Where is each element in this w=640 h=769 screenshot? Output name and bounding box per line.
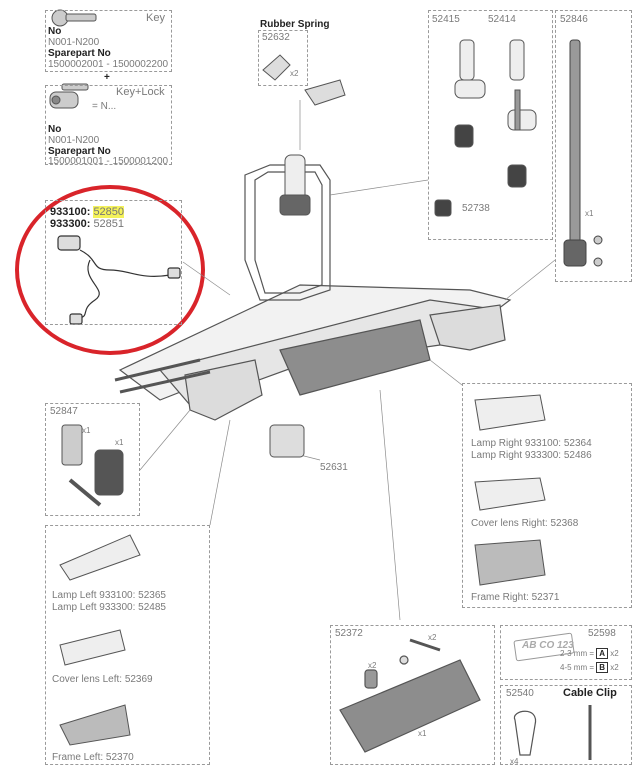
cable-part-2: 52851 [93,218,125,230]
part-52847-qty-b: x1 [115,438,124,447]
clamp-box [428,10,553,240]
plate-qty-c: x1 [418,729,427,738]
cover-lens-right: Cover lens Right: 52368 [471,518,579,529]
part-52631: 52631 [320,462,348,473]
keylock-sparepart-value: 1500001001 - 1500001200 [48,156,169,167]
letter-row-1-text: 2-3 mm = [560,649,595,658]
keylock-box [45,85,172,165]
letter-row-1: 2-3 mm = A x2 [560,648,619,659]
rubber-spring-title: Rubber Spring [260,19,330,30]
cable-line1: 933100: 52850 [50,206,125,218]
cable-box [45,200,182,325]
lamp-right-2: Lamp Right 933300: 52486 [471,450,592,461]
rack-arm [279,154,311,216]
keylock-no-value: N001-N200 [48,135,100,146]
cable-model-1: 933100: [50,206,91,218]
rubber-spring-number: 52632 [262,32,290,43]
part-52631-drawing [269,424,305,458]
key-drawing [51,9,97,27]
rubber-spring-drawing [262,54,346,106]
right-lamps-drawing [474,394,546,586]
cable-clip-qty: x4 [510,757,519,766]
rubber-spring-qty: x2 [290,69,299,78]
rack-body [118,164,512,421]
cable-part-1: 52850 [93,206,125,218]
lamp-right-1: Lamp Right 933100: 52364 [471,438,592,449]
letter-row-2-qty: x2 [610,663,619,672]
leader-lines [139,100,556,621]
rear-bars [114,358,211,394]
cover-lens-left: Cover lens Left: 52369 [52,674,153,685]
plate-box [330,625,495,765]
part-52540: 52540 [506,688,534,699]
keylock-sparepart-label: Sparepart No [48,146,111,157]
key-sparepart-value: 1500002001 - 1500002200 [48,59,169,70]
key-no-value: N001-N200 [48,37,100,48]
clamp-parts [434,39,537,217]
cable-clip-drawing [514,705,592,760]
left-lamps-drawing [59,534,141,746]
letter-row-2-text: 4-5 mm = [560,663,595,672]
lamp-left-2: Lamp Left 933300: 52485 [52,602,166,613]
cable-drawing [57,235,181,325]
key-label: Key [146,12,165,24]
part-52847: 52847 [50,406,78,417]
letter-b-badge: B [596,662,609,673]
letter-a-badge: A [596,648,609,659]
highlight-circle [15,185,205,355]
cable-line2: 933300: 52851 [50,219,124,230]
key-no-label: No [48,26,62,37]
key-box [45,10,172,72]
left-lamps-box [45,525,210,765]
keylock-arrow: = N... [92,101,117,112]
cable-clip-box [500,685,632,765]
letter-row-1-qty: x2 [610,649,619,658]
keylock-label: Key+Lock [116,86,165,98]
keylock-no-label: No [48,124,62,135]
rod-qty: x1 [585,209,594,218]
plate-letters-drawing [513,632,575,662]
key-sparepart-label: Sparepart No [48,48,111,59]
plate-qty-a: x2 [428,633,437,642]
rubber-spring-box [258,30,308,86]
lamp-left-1: Lamp Left 933100: 52365 [52,590,166,601]
part-52372: 52372 [335,628,363,639]
part-52847-drawing [61,424,124,507]
plus-sign: + [104,72,110,83]
frame-right: Frame Right: 52371 [471,592,560,603]
part-52415: 52415 [432,14,460,25]
part-52598: 52598 [588,628,616,639]
part-52847-box [45,403,140,516]
part-52847-qty-a: x1 [82,426,91,435]
cable-clip-title: Cable Clip [563,687,617,699]
part-52846: 52846 [560,14,588,25]
part-52738: 52738 [462,203,490,214]
cable-model-2: 933300: [50,218,91,230]
plate-qty-b: x2 [368,661,377,670]
right-lamps-box [462,383,632,608]
plate-letters-box [500,625,632,680]
part-52414: 52414 [488,14,516,25]
threaded-rod [563,39,603,267]
letter-row-2: 4-5 mm = B x2 [560,662,619,673]
plate-sample: AB CO 123 [522,640,574,651]
frame-left: Frame Left: 52370 [52,752,134,763]
plate-drawing [339,638,481,753]
rod-box [555,10,632,282]
